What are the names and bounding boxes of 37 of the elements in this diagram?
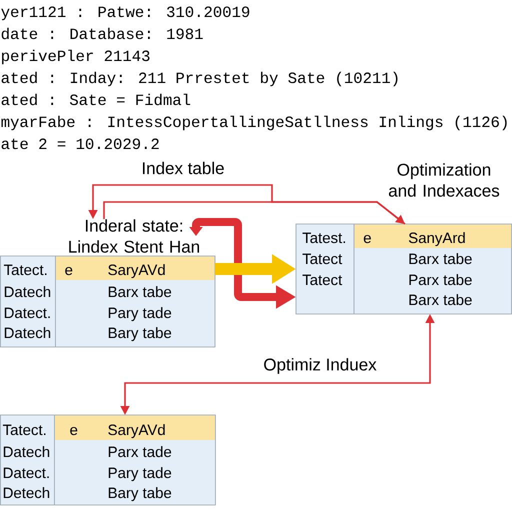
code-line: yer1121 : Patwe: 310.20019	[1, 6, 250, 20]
table-cell: Bary tabe	[108, 487, 172, 502]
table-cell: Datech	[4, 286, 50, 298]
table-cell: SaryAVd	[108, 424, 165, 438]
code-line: myarFabe : IntessCopertallingeSatllness Inlings (1126)	[1, 116, 507, 130]
table-cell: Barx tabe	[409, 294, 472, 306]
code-line: ated : Sate = Fidmal	[2, 94, 190, 106]
table-cell: Barx tabe	[108, 286, 172, 298]
table-cell: Parx tabe	[409, 274, 472, 286]
table-cell: SaryAVd	[108, 264, 165, 278]
table-cell: Tatest.	[302, 232, 346, 244]
table-cell: Detech	[4, 487, 50, 498]
table-cell: Tatect.	[2, 424, 46, 436]
table-cell: Datech	[4, 327, 50, 338]
heading: Optimization and Indexaces	[388, 163, 500, 197]
code-line: ate 2 = 10.2029.2	[2, 138, 159, 150]
table-cell: SanyArd	[408, 232, 465, 246]
code-line: ated : Inday: 211 Prrestet by Sate (10211)	[2, 72, 398, 86]
table-cell: Pary tade	[108, 467, 172, 482]
table-cell: e	[364, 234, 371, 244]
table-cell: e	[65, 266, 72, 276]
code-line: perivePler 21143	[2, 50, 150, 64]
heading: Inderal state: Lindex Stent Han	[69, 219, 200, 253]
edge-label: Optimiz Induex	[262, 356, 378, 376]
code-line: date : Database: 1981	[2, 28, 203, 40]
table-cell: Datect.	[4, 468, 49, 478]
table-cell: Parx tade	[108, 446, 172, 458]
table-cell: Tatect	[302, 254, 342, 264]
edge-label: Index table	[140, 160, 226, 176]
table-cell: e	[70, 426, 78, 436]
table-cell: Tatect	[302, 274, 342, 286]
table-cell: Barx tabe	[409, 253, 472, 264]
table-cell: Tatect.	[4, 264, 46, 276]
table-cell: Datect.	[4, 308, 50, 318]
table-cell: Pary tade	[108, 307, 172, 322]
table-cell: Bary tabe	[108, 327, 172, 342]
table-cell: Datech	[4, 446, 50, 458]
